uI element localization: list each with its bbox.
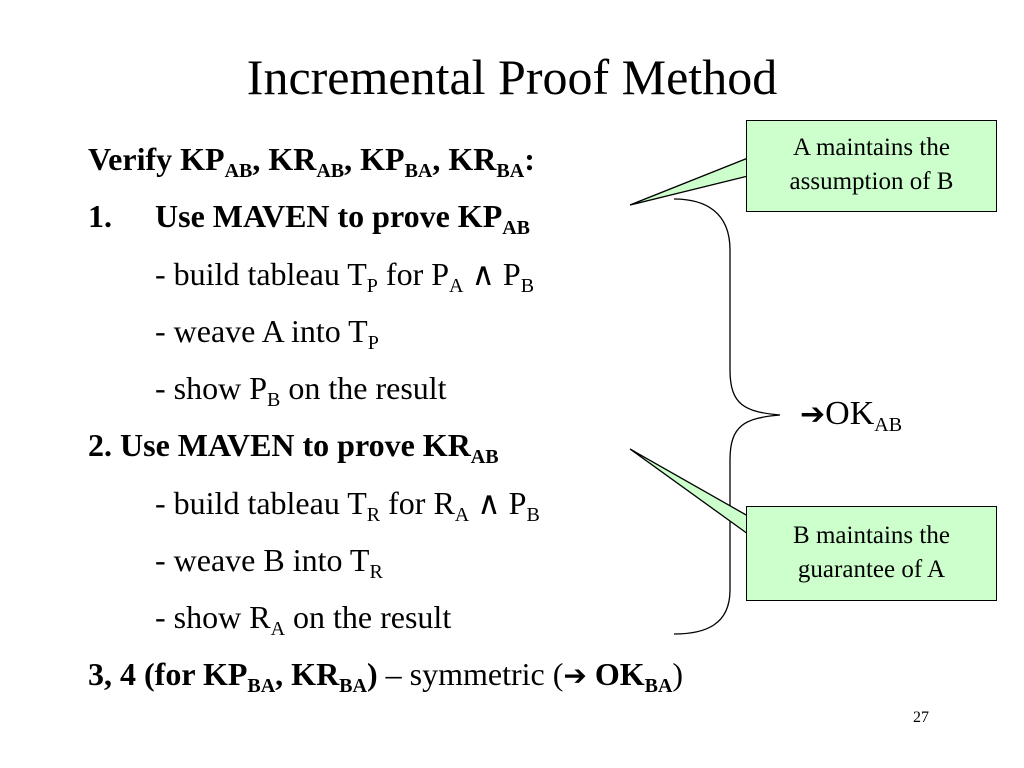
page-number: 27: [913, 709, 929, 726]
arrow-right-icon: ➔: [563, 659, 587, 692]
step-1-build-tableau: - build tableau TP for PA ∧ PB: [155, 256, 535, 297]
step-1-show: - show PB on the result: [155, 370, 447, 411]
step-2-build-tableau: - build tableau TR for RA ∧ PB: [155, 485, 540, 526]
step-2-weave: - weave B into TR: [155, 542, 383, 583]
top-callout-pointer: [629, 157, 749, 206]
verify-heading: Verify KPAB, KRAB, KPBA, KRBA:: [88, 141, 535, 182]
callout-assumption: A maintains the assumption of B: [746, 120, 997, 212]
right-brace: [673, 198, 781, 635]
slide-title: Incremental Proof Method: [246, 49, 778, 105]
callout-guarantee: B maintains the guarantee of A: [746, 506, 997, 601]
result-ok-ab: ➔OKAB: [800, 395, 903, 436]
step-2-show: - show RA on the result: [155, 599, 452, 640]
step-2-heading: 2. Use MAVEN to prove KRAB: [88, 427, 499, 468]
arrow-right-icon: ➔: [800, 397, 826, 432]
step-3-4: 3, 4 (for KPBA, KRBA) – symmetric (➔ OKB…: [88, 656, 684, 697]
step-1-heading: 1.Use MAVEN to prove KPAB: [88, 198, 531, 239]
step-1-weave: - weave A into TP: [155, 313, 379, 354]
